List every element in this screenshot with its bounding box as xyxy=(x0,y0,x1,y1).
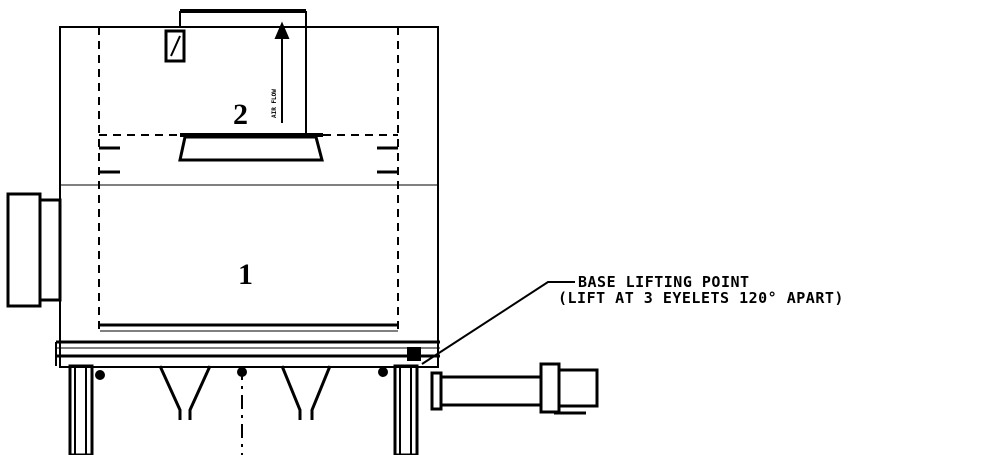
right-leg xyxy=(393,364,419,455)
callout-line-1: BASE LIFTING POINT xyxy=(578,273,750,291)
base-gussets xyxy=(158,365,332,420)
discharge-pipe xyxy=(430,362,599,415)
callout-leader xyxy=(421,281,575,365)
top-duct-outlet xyxy=(179,9,307,133)
side-motor-box xyxy=(6,192,62,308)
callout-line-2: (LIFT AT 3 EYELETS 120° APART) xyxy=(558,289,844,307)
housing xyxy=(59,26,439,368)
compartment-2-label: 2 xyxy=(233,98,248,131)
compartment-1-label: 1 xyxy=(238,258,253,291)
inspection-port-icon xyxy=(164,29,186,63)
support-legs xyxy=(68,364,419,455)
lifting-eyelets xyxy=(95,347,421,380)
fan-inlet-cone xyxy=(178,133,324,162)
base-frame xyxy=(55,340,440,366)
shelf-brackets xyxy=(99,146,398,174)
housing-outline xyxy=(59,26,439,368)
inner-chamber-dashed xyxy=(98,27,399,332)
air-flow-arrow xyxy=(274,21,290,123)
air-flow-label: AIR FLOW xyxy=(271,89,278,118)
bottom-plate xyxy=(100,323,398,332)
left-leg xyxy=(68,364,94,455)
